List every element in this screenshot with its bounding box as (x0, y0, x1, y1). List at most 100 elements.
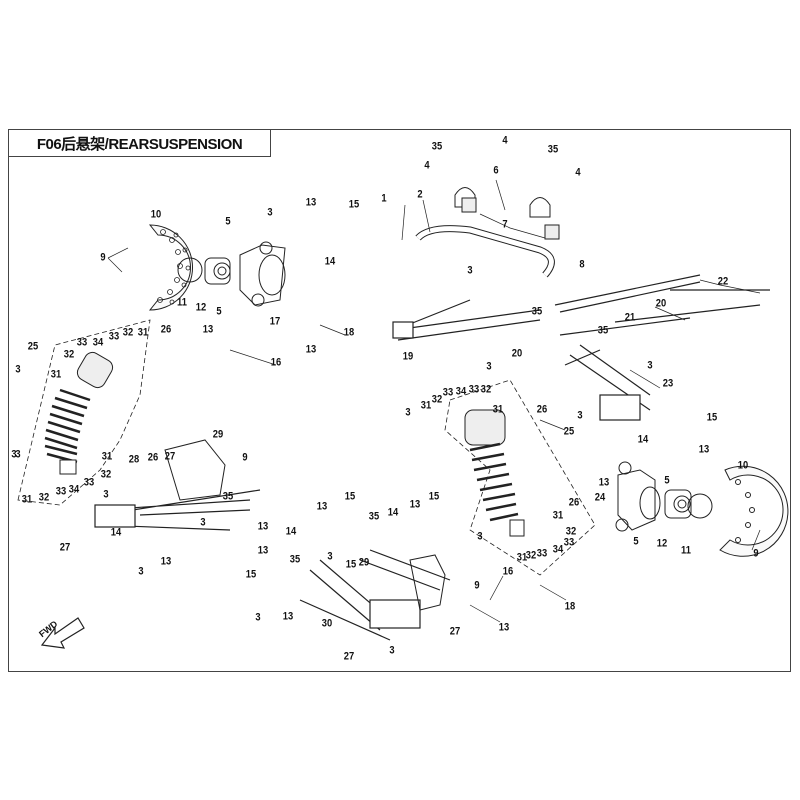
part-callout: 32 (38, 491, 50, 504)
part-callout: 1 (381, 192, 387, 205)
part-callout: 32 (63, 348, 75, 361)
lower-a-arm-left (94, 489, 261, 531)
part-callout: 25 (27, 340, 39, 353)
part-callout: 16 (270, 356, 282, 369)
part-callout: 15 (345, 558, 357, 571)
part-callout: 14 (387, 506, 399, 519)
part-callout: 31 (21, 493, 33, 506)
part-callout: 12 (195, 301, 207, 314)
part-callout: 13 (160, 555, 172, 568)
part-callout: 3 (138, 565, 144, 578)
part-callout: 13 (316, 500, 328, 513)
part-callout: 3 (15, 448, 21, 461)
right-brake-disc (719, 465, 789, 557)
part-callout: 32 (100, 468, 112, 481)
part-callout: 35 (531, 305, 543, 318)
part-callout: 13 (498, 621, 510, 634)
part-callout: 15 (348, 198, 360, 211)
part-callout: 3 (405, 406, 411, 419)
part-callout: 18 (343, 326, 355, 339)
part-callout: 31 (101, 450, 113, 463)
part-callout: 15 (706, 411, 718, 424)
part-callout: 3 (327, 550, 333, 563)
lower-a-arm-right (299, 549, 451, 641)
part-callout: 3 (477, 530, 483, 543)
part-callout: 32 (480, 383, 492, 396)
diagram-frame (8, 129, 791, 672)
part-callout: 26 (568, 496, 580, 509)
part-callout: 32 (565, 525, 577, 538)
part-callout: 24 (594, 491, 606, 504)
part-callout: 3 (200, 516, 206, 529)
part-callout: 33 (442, 386, 454, 399)
part-callout: 28 (128, 453, 140, 466)
part-callout: 13 (202, 323, 214, 336)
part-callout: 4 (502, 134, 508, 147)
part-callout: 10 (737, 459, 749, 472)
part-callout: 19 (402, 350, 414, 363)
part-callout: 13 (305, 343, 317, 356)
part-callout: 33 (55, 485, 67, 498)
part-callout: 3 (577, 409, 583, 422)
part-callout: 29 (358, 556, 370, 569)
part-callout: 27 (164, 450, 176, 463)
part-callout: 14 (285, 525, 297, 538)
part-callout: 35 (431, 140, 443, 153)
part-callout: 34 (552, 543, 564, 556)
part-callout: 13 (282, 610, 294, 623)
part-callout: 15 (428, 490, 440, 503)
part-callout: 11 (681, 544, 691, 557)
part-callout: 23 (662, 377, 674, 390)
part-callout: 31 (420, 399, 432, 412)
page-title: F06后悬架/REARSUSPENSION (8, 129, 271, 157)
part-callout: 31 (552, 509, 564, 522)
skid-plate (164, 439, 226, 501)
part-callout: 3 (11, 448, 17, 461)
part-callout: 31 (516, 551, 528, 564)
part-callout: 10 (150, 208, 162, 221)
part-callout: 33 (468, 383, 480, 396)
part-callout: 32 (525, 549, 537, 562)
part-callout: 32 (431, 393, 443, 406)
part-callout: 35 (547, 143, 559, 156)
group-outlines (17, 319, 596, 576)
left-shock-absorber (44, 351, 114, 475)
stabilizer-brackets (454, 187, 560, 240)
part-callout: 34 (455, 385, 467, 398)
part-callout: 3 (255, 611, 261, 624)
part-callout: 11 (177, 296, 187, 309)
pivot-shafts-right (554, 274, 770, 336)
left-brake-disc (148, 224, 193, 311)
part-callout: 32 (122, 326, 134, 339)
part-callout: 17 (269, 315, 281, 328)
part-callout: 33 (83, 476, 95, 489)
part-callout: 9 (242, 451, 248, 464)
part-callout: 3 (467, 264, 473, 277)
part-callout: 3 (647, 359, 653, 372)
part-callout: 3 (486, 360, 492, 373)
part-callout: 30 (321, 617, 333, 630)
part-callout: 34 (92, 336, 104, 349)
part-callout: 9 (100, 251, 106, 264)
part-callout: 27 (343, 650, 355, 663)
part-callout: 5 (664, 474, 670, 487)
part-callout: 25 (563, 425, 575, 438)
upper-a-arm-right (392, 299, 651, 421)
right-shock-absorber (464, 409, 525, 537)
part-callout: 9 (753, 547, 759, 560)
part-callout: 4 (575, 166, 581, 179)
part-callout: 3 (267, 206, 273, 219)
part-callout: 33 (76, 336, 88, 349)
part-callout: 33 (108, 330, 120, 343)
part-callout: 5 (633, 535, 639, 548)
part-callout: 8 (579, 258, 585, 271)
part-callout: 13 (409, 498, 421, 511)
part-callout: 13 (598, 476, 610, 489)
part-callout: 18 (564, 600, 576, 613)
part-callout: 31 (50, 368, 62, 381)
part-callout: 20 (511, 347, 523, 360)
part-callout: 35 (368, 510, 380, 523)
part-callout: 22 (717, 275, 729, 288)
part-callout: 35 (289, 553, 301, 566)
